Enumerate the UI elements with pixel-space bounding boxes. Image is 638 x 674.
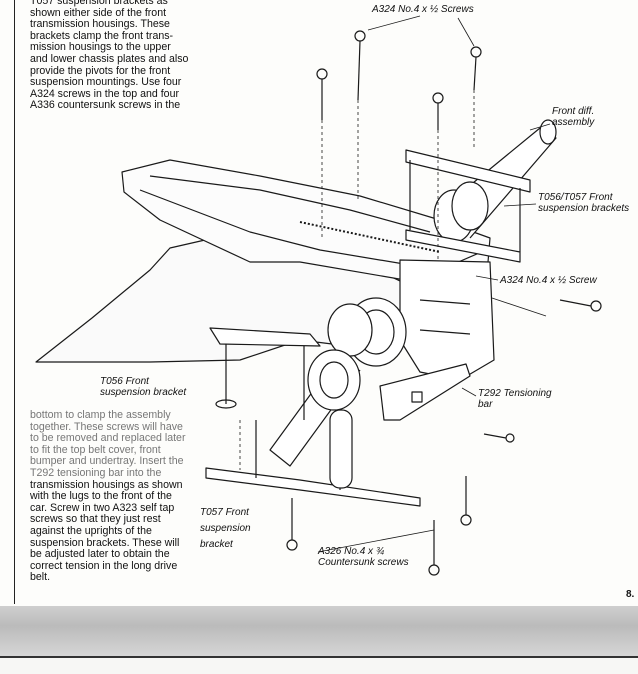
instruction-paragraph-2: bottom to clamp the assembly together. T… (30, 409, 200, 584)
screw-side (559, 299, 602, 312)
label-t292-tensioning-bar: T292 Tensioning bar (478, 388, 552, 410)
front-bracket-t056 (209, 327, 321, 347)
screw-bottom-3 (460, 476, 472, 526)
label-t056-t057-brackets: T056/T057 Front suspension brackets (538, 192, 630, 214)
next-page-edge (0, 656, 638, 674)
screw-bottom-1 (286, 498, 298, 551)
page-number: 8. (626, 589, 635, 600)
rear-bracket (405, 149, 531, 193)
screw-a324-1 (354, 30, 366, 101)
manual-page: T057 suspension brackets as shown either… (14, 0, 638, 604)
label-t056-bracket: T056 Front suspension bracket (100, 376, 187, 398)
screw-bottom-2 (428, 520, 440, 576)
label-front-diff: Front diff. assembly (552, 106, 595, 128)
instruction-paragraph-2-faded: bottom to clamp the assembly together. T… (30, 409, 186, 479)
label-t057-bracket: T057 Front suspension bracket (200, 507, 251, 550)
exploded-assembly-diagram (35, 15, 602, 576)
screw-a324-2 (470, 46, 482, 91)
page-gap (0, 606, 638, 656)
transmission-housing (399, 259, 495, 381)
instruction-paragraph-1: T057 suspension brackets as shown either… (30, 0, 189, 112)
screw-tap (483, 433, 515, 443)
label-a326-screws: A326 No.4 x ¾ Countersunk screws (318, 546, 409, 568)
label-side-screw: A324 No.4 x ½ Screw (500, 275, 597, 286)
instruction-paragraph-2-body: transmission housings as shown with the … (30, 478, 183, 584)
page-border (14, 0, 638, 604)
label-top-screws: A324 No.4 x ½ Screws (372, 4, 474, 15)
tensioning-bar-t292 (379, 363, 471, 421)
screw-a324-4 (432, 92, 444, 130)
front-bracket-t057 (205, 467, 421, 507)
screw-a324-3 (316, 68, 328, 120)
